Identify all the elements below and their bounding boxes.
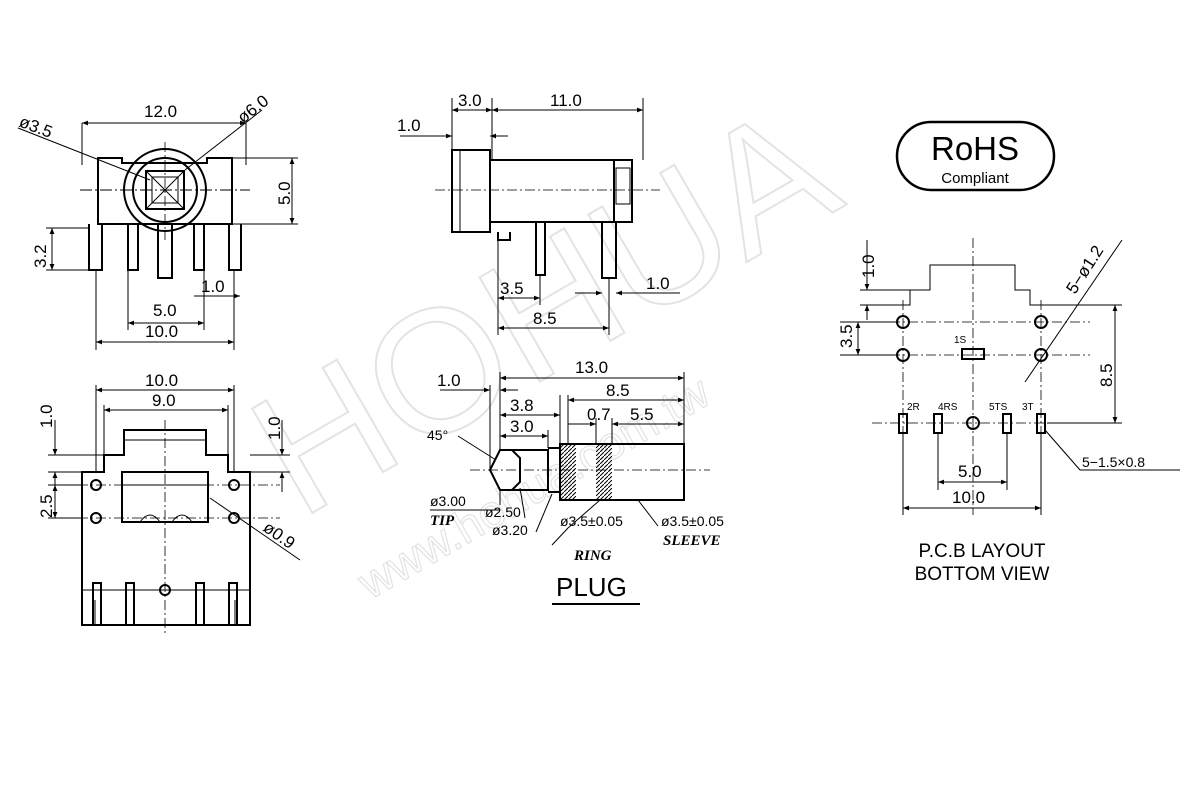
plug-sleeve: SLEEVE [663, 533, 721, 549]
plug-d55: 5.5 [630, 405, 654, 424]
pcb-title-line1: P.C.B LAYOUT [918, 541, 1045, 562]
plug-d250: ø2.50 [485, 504, 521, 520]
plug-d320: ø3.20 [492, 522, 528, 538]
watermark: HOHUA www.hohua.com.tw [221, 67, 868, 610]
plug-angle: 45° [427, 427, 448, 443]
dim-hole: ø3.5 [17, 112, 56, 142]
pin-label-1s: 1S [954, 335, 967, 346]
dim-outer: ø6.0 [234, 91, 273, 127]
plug-ring-dia: ø3.5±0.05 [560, 513, 623, 529]
pcb-dim-pads: 5−1.5×0.8 [1082, 454, 1145, 470]
plug-ring: RING [573, 548, 612, 564]
pin-label-5ts: 5TS [989, 402, 1008, 413]
dim-pin-offset: 1.0 [201, 277, 225, 296]
dim-height: 5.0 [275, 181, 294, 205]
plug-total: 13.0 [575, 358, 608, 377]
bottom-view: 10.0 9.0 1.0 2.5 1.0 ø0.9 [37, 371, 301, 635]
pin-label-3t: 3T [1022, 402, 1034, 413]
dim-pin-b: 8.5 [533, 309, 557, 328]
dim-pin-a: 3.5 [500, 279, 524, 298]
dim-pitch: 2.5 [37, 494, 56, 518]
pcb-dim-top: 1.0 [859, 254, 878, 278]
pcb-layout: 1S 2R 4RS 5TS 3T 1.0 3.5 5−ø1.2 8.5 5−1.… [837, 238, 1180, 585]
rohs-subtitle: Compliant [941, 170, 1009, 187]
side-view: 3.0 11.0 1.0 3.5 8.5 1.0 [397, 91, 680, 335]
dim-hole-bottom: ø0.9 [260, 518, 299, 553]
dim-pin-pitch: 5.0 [153, 301, 177, 320]
plug-d38: 3.8 [510, 396, 534, 415]
front-view: 12.0 ø3.5 ø6.0 5.0 3.2 5.0 1.0 10.0 [17, 91, 298, 350]
dim-front: 3.0 [458, 91, 482, 110]
plug-drawing: 13.0 1.0 3.8 3.0 8.5 0.7 5.5 45° ø3.00 T… [427, 358, 724, 605]
rohs-title: RoHS [931, 130, 1019, 167]
plug-tip: TIP [430, 513, 455, 529]
dim-pin-w: 1.0 [646, 274, 670, 293]
dim-width: 12.0 [144, 102, 177, 121]
plug-title: PLUG [556, 572, 627, 602]
dim-inner: 9.0 [152, 391, 176, 410]
pcb-title-line2: BOTTOM VIEW [915, 564, 1050, 585]
dim-flange: 1.0 [397, 116, 421, 135]
plug-d30: 3.0 [510, 417, 534, 436]
plug-d85: 8.5 [606, 381, 630, 400]
pcb-dim-left: 3.5 [837, 324, 856, 348]
dim-right-off: 1.0 [265, 416, 284, 440]
plug-tip-dia: ø3.00 [430, 493, 466, 509]
plug-tip-off: 1.0 [437, 371, 461, 390]
rohs-badge: RoHS Compliant [895, 120, 1056, 192]
pcb-dim-pitch: 5.0 [958, 462, 982, 481]
pin-label-4rs: 4RS [938, 402, 958, 413]
pcb-dim-holes: 5−ø1.2 [1062, 242, 1107, 297]
dim-body: 11.0 [550, 91, 582, 110]
dim-width-bottom: 10.0 [145, 371, 178, 390]
plug-sleeve-dia: ø3.5±0.05 [661, 513, 724, 529]
dim-pin-span: 10.0 [145, 322, 178, 341]
plug-d07: 0.7 [587, 405, 611, 424]
dim-pin-len: 3.2 [31, 244, 50, 268]
pin-label-2r: 2R [907, 402, 920, 413]
pcb-dim-height: 8.5 [1097, 363, 1116, 387]
dim-top-off: 1.0 [37, 404, 56, 428]
pcb-dim-span: 10.0 [952, 488, 985, 507]
